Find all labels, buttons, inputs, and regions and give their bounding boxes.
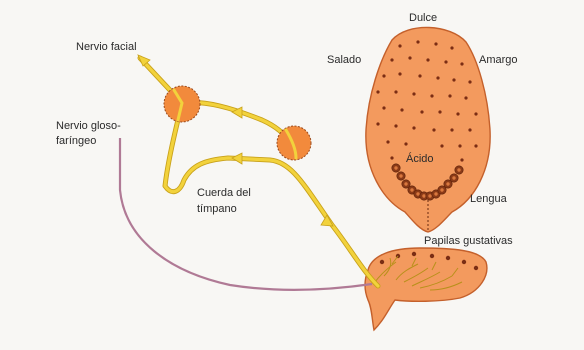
label-chorda-tympani-line2: tímpano — [197, 202, 237, 217]
tongue-dot — [460, 158, 463, 161]
tongue-dot — [468, 80, 471, 83]
tongue-dot — [398, 44, 401, 47]
label-bitter: Amargo — [479, 53, 518, 68]
vallate-papilla-center — [434, 192, 437, 195]
vallate-papilla-center — [452, 176, 455, 179]
tongue-dot — [448, 94, 451, 97]
tongue-dot — [412, 126, 415, 129]
tongue-dot — [408, 56, 411, 59]
tongue-dot — [386, 140, 389, 143]
arrow-left-lower — [232, 153, 242, 164]
tongue-dot — [436, 76, 439, 79]
papilla-dot — [446, 256, 450, 260]
papilla-dot — [380, 260, 384, 264]
tongue-dot — [418, 74, 421, 77]
label-sour: Ácido — [406, 152, 434, 167]
label-salty: Salado — [327, 53, 361, 68]
label-sweet: Dulce — [409, 11, 437, 26]
papilla-dot — [412, 252, 416, 256]
vallate-papilla-center — [404, 182, 407, 185]
tongue-dot — [474, 112, 477, 115]
papilla-dot — [430, 254, 434, 258]
tongue-dot — [430, 94, 433, 97]
vallate-papilla-center — [440, 188, 443, 191]
tongue-dot — [432, 128, 435, 131]
tongue-dot — [440, 144, 443, 147]
vallate-papilla-center — [410, 188, 413, 191]
label-facial-nerve: Nervio facial — [76, 40, 137, 55]
label-taste-papillae: Papilas gustativas — [424, 234, 513, 249]
tongue-dot — [434, 42, 437, 45]
tongue-dot — [412, 92, 415, 95]
tongue-dot — [390, 156, 393, 159]
label-glossopharyngeal-line1: Nervio gloso- — [56, 119, 121, 134]
tongue-dot — [456, 112, 459, 115]
tongue-dot — [450, 128, 453, 131]
tongue-dot — [376, 122, 379, 125]
papilla-dot — [462, 260, 466, 264]
tongue-dot — [426, 58, 429, 61]
tongue-dot — [420, 110, 423, 113]
tongue-dot — [438, 110, 441, 113]
tongue-dot — [450, 46, 453, 49]
tongue-dot — [416, 40, 419, 43]
tongue-dot — [444, 60, 447, 63]
vallate-papilla-center — [399, 174, 402, 177]
tongue-dot — [458, 144, 461, 147]
tongue-dot — [376, 90, 379, 93]
tongue-dot — [382, 74, 385, 77]
tongue-dot — [382, 106, 385, 109]
label-chorda-tympani-line1: Cuerda del — [197, 186, 251, 201]
tongue-dot — [468, 128, 471, 131]
tongue-dot — [394, 124, 397, 127]
vallate-papilla-center — [457, 168, 460, 171]
tongue-dot — [398, 72, 401, 75]
tongue-dot — [400, 108, 403, 111]
vallate-papilla-center — [422, 194, 425, 197]
papilla-dot — [474, 266, 478, 270]
tongue-dot — [394, 90, 397, 93]
tongue-dot — [404, 142, 407, 145]
tongue-dot — [474, 144, 477, 147]
label-tongue: Lengua — [470, 192, 507, 207]
vallate-papilla-center — [428, 194, 431, 197]
label-glossopharyngeal-line2: faríngeo — [56, 134, 96, 149]
tongue-dot — [452, 78, 455, 81]
vallate-papilla-center — [446, 182, 449, 185]
tongue-dot — [464, 96, 467, 99]
tongue-dot — [460, 62, 463, 65]
vallate-papilla-center — [416, 192, 419, 195]
vallate-papilla-center — [394, 166, 397, 169]
tongue-dot — [390, 58, 393, 61]
